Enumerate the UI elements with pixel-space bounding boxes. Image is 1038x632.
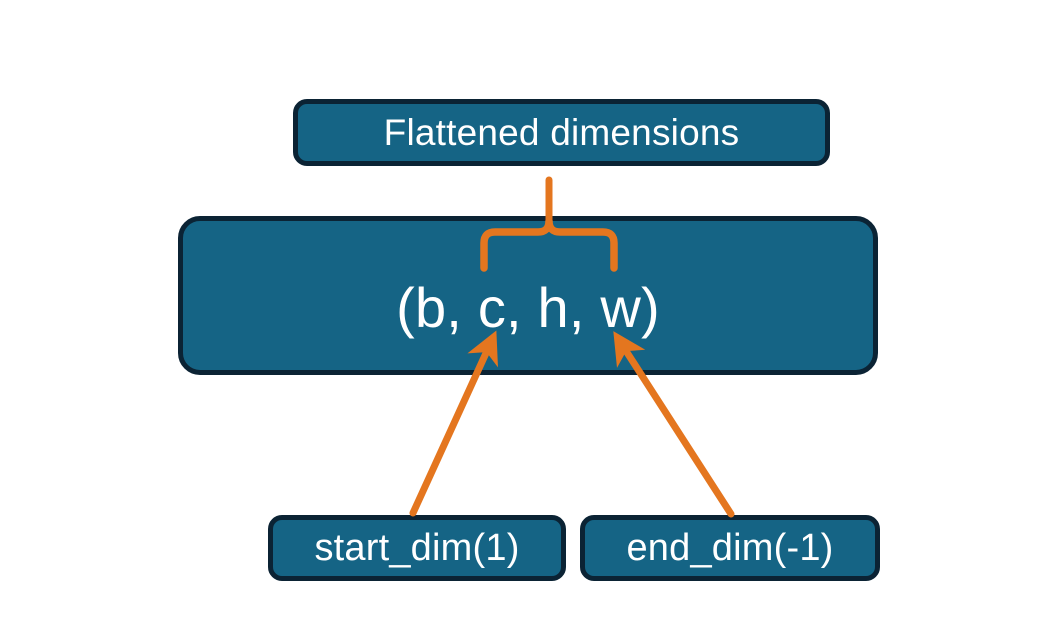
node-flattened-dimensions[interactable]: Flattened dimensions [293, 99, 830, 166]
node-shape-tuple[interactable]: (b, c, h, w) [178, 216, 878, 375]
node-start-dim[interactable]: start_dim(1) [268, 515, 566, 581]
node-shape-tuple-label: (b, c, h, w) [396, 276, 660, 339]
node-flattened-dimensions-label: Flattened dimensions [383, 111, 740, 153]
node-end-dim-label: end_dim(-1) [626, 526, 834, 569]
node-start-dim-label: start_dim(1) [314, 526, 520, 569]
node-end-dim[interactable]: end_dim(-1) [580, 515, 880, 581]
